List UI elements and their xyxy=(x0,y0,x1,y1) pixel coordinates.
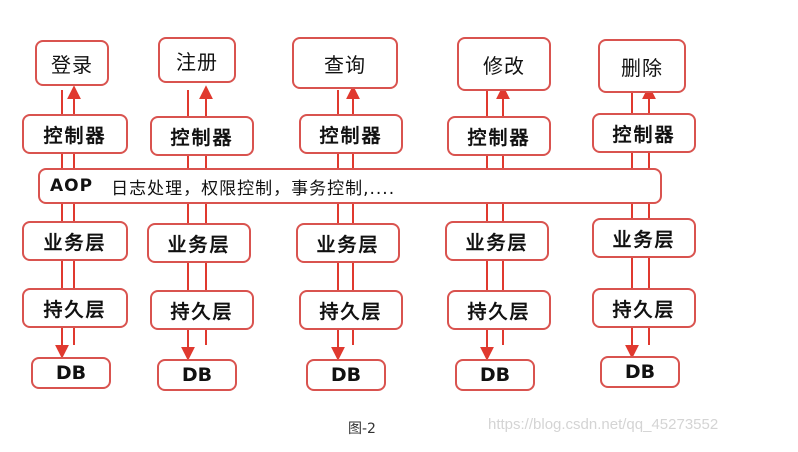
action-box-delete: 删除 xyxy=(598,39,686,93)
controller-box-5: 控制器 xyxy=(592,113,696,153)
action-box-register: 注册 xyxy=(158,37,236,83)
db-box-1: DB xyxy=(31,357,111,389)
aop-bar: AOP 日志处理，权限控制，事务控制,.... xyxy=(38,168,662,204)
db-box-3: DB xyxy=(306,359,386,391)
db-box-5: DB xyxy=(600,356,680,388)
db-box-4: DB xyxy=(455,359,535,391)
persistence-box-2: 持久层 xyxy=(150,290,254,330)
controller-box-1: 控制器 xyxy=(22,114,128,154)
controller-box-2: 控制器 xyxy=(150,116,254,156)
figure-caption: 图-2 xyxy=(348,421,376,437)
persistence-box-3: 持久层 xyxy=(299,290,403,330)
action-box-query: 查询 xyxy=(292,37,398,89)
service-box-4: 业务层 xyxy=(445,221,549,261)
service-box-1: 业务层 xyxy=(22,221,128,261)
controller-box-3: 控制器 xyxy=(299,114,403,154)
persistence-box-4: 持久层 xyxy=(447,290,551,330)
watermark: https://blog.csdn.net/qq_45273552 xyxy=(488,416,719,433)
action-box-login: 登录 xyxy=(35,40,109,86)
service-box-5: 业务层 xyxy=(592,218,696,258)
service-box-3: 业务层 xyxy=(296,223,400,263)
service-box-2: 业务层 xyxy=(147,223,251,263)
aop-label: AOP xyxy=(50,176,94,196)
aop-description: 日志处理，权限控制，事务控制,.... xyxy=(111,178,396,199)
action-box-update: 修改 xyxy=(457,37,551,91)
persistence-box-5: 持久层 xyxy=(592,288,696,328)
controller-box-4: 控制器 xyxy=(447,116,551,156)
db-box-2: DB xyxy=(157,359,237,391)
persistence-box-1: 持久层 xyxy=(22,288,128,328)
